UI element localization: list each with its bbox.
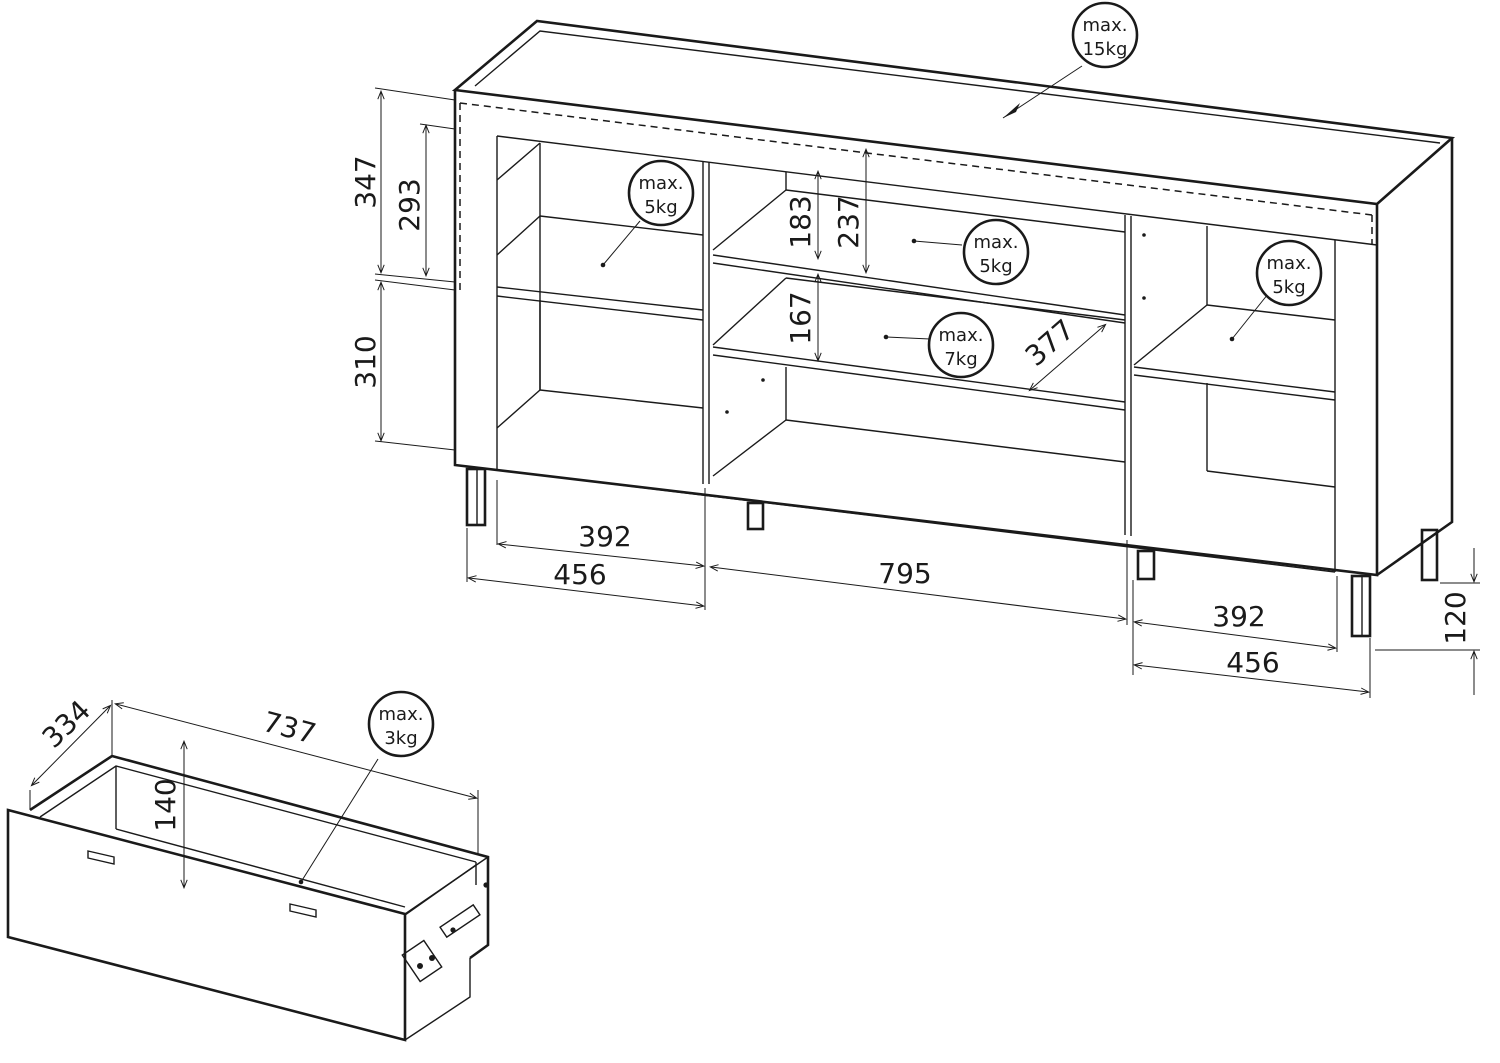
bottom-rail-left [454,464,498,471]
top-hidden-line [459,102,1373,216]
badge-center-lower-line2: 7kg [944,349,977,370]
leader-top-arrow [1003,103,1020,118]
dim-left-inner-width: 392 [578,520,631,553]
dim-center-lower-gap: 167 [784,291,817,344]
left-compartment [496,136,710,484]
dim-drawer-height: 140 [149,778,182,831]
badge-center-lower-line1: max. [939,325,984,346]
dim-shelf-depth: 377 [1019,313,1081,373]
dim-total-height: 347 [349,155,382,208]
dim-upper-opening: 293 [393,178,426,231]
badge-left-shelf: max. 5kg [627,159,695,227]
sideboard-drawing [451,19,1456,638]
badge-top: max. 15kg [1071,1,1139,69]
load-limit-badges: max. 15kg max. 5kg max. 5kg max. 5kg max… [298,1,1323,885]
drawer-runner [401,856,489,1041]
badge-center-upper-line1: max. [974,232,1019,253]
drawer-dimension-labels: 334 737 140 [36,694,320,832]
front-outline [453,90,1379,577]
badge-center-upper-shelf: max. 5kg [962,218,1030,286]
leader-center-upper [913,240,963,246]
right-compartment [1133,226,1336,572]
leader-right-shelf [1231,293,1269,340]
badge-top-line1: max. [1083,15,1128,36]
leader-drawer [300,758,379,883]
drawer-inner-rim [39,765,477,863]
badge-center-lower-shelf: max. 7kg [927,311,995,379]
drawer-handle-right [289,903,317,918]
badge-left-line1: max. [639,173,684,194]
dim-leg-height: 120 [1439,591,1472,644]
badge-right-shelf: max. 5kg [1255,239,1323,307]
badge-center-upper-line2: 5kg [979,256,1012,277]
badge-drawer-line1: max. [379,704,424,725]
right-side-panel [1376,138,1454,577]
sideboard-legs [465,467,1439,638]
drawer-box-rim [29,754,490,960]
leader-center-lower [885,336,931,340]
badge-right-line1: max. [1267,253,1312,274]
top-inner-edge [474,30,1441,144]
dim-drawer-depth: 334 [36,694,97,755]
badge-drawer: max. 3kg [367,690,435,758]
bottom-rail-edge [496,469,1336,573]
dim-right-inner-width: 392 [1212,600,1265,633]
dim-right-outer-width: 456 [1226,646,1279,679]
center-compartment [712,172,1146,536]
badge-drawer-line2: 3kg [384,728,417,749]
top-rail-edge [496,135,1378,246]
badge-top-line2: 15kg [1083,39,1128,60]
badge-left-line2: 5kg [644,197,677,218]
dim-left-outer-width: 456 [553,558,606,591]
drawer-drawing [6,700,490,1042]
leader-left-shelf [602,220,641,266]
dim-center-width: 795 [878,557,931,590]
dim-center-upper-height: 237 [832,195,865,248]
drawer-handle-left [87,850,115,865]
sideboard-dimension-labels: 347 293 310 183 237 167 377 392 456 795 … [349,155,1472,679]
dim-lower-height: 310 [349,335,382,388]
drawer-front-panel [6,808,407,1042]
dim-center-upper-gap: 183 [784,195,817,248]
sideboard-dimension-lines [374,87,1480,698]
badge-right-line2: 5kg [1272,277,1305,298]
top-surface [451,19,1456,206]
